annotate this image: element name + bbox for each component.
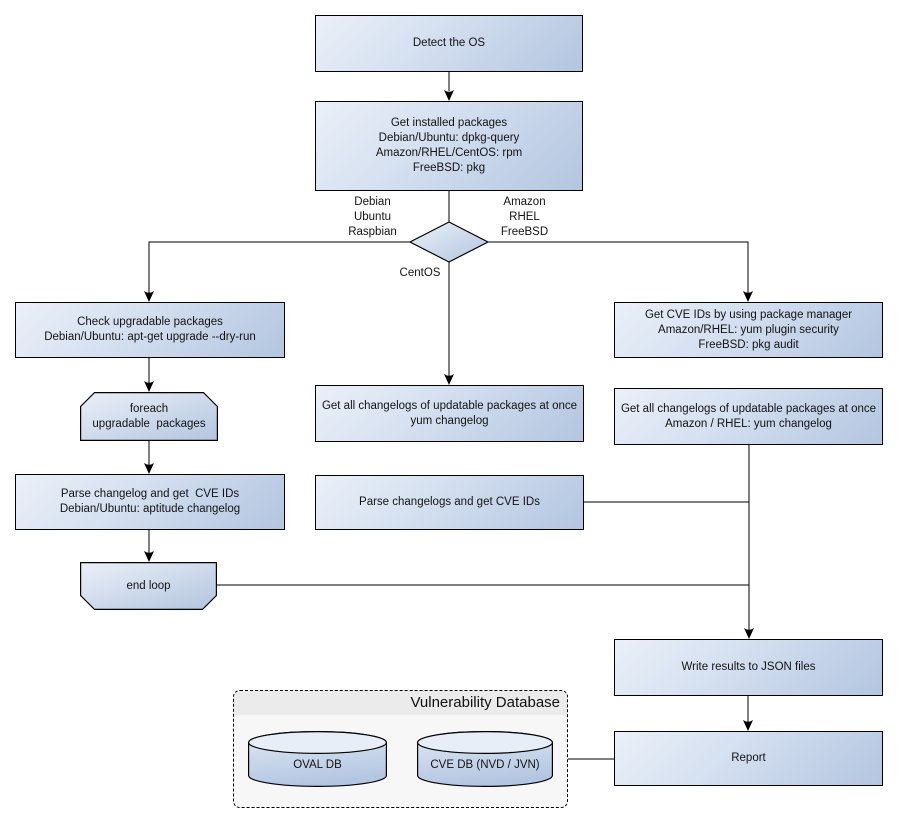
database-label: CVE DB (NVD / JVN) [430, 758, 540, 771]
loop-start-shape [80, 392, 218, 441]
oval-db-cylinder: OVAL DB [248, 731, 387, 787]
database-label: OVAL DB [293, 758, 342, 771]
node-get-changelogs-amazon-rhel: Get all changelogs of updatable packages… [614, 388, 883, 445]
branch-label-centos: CentOS [399, 267, 441, 279]
node-get-cve-ids-package-manager: Get CVE IDs by using package manager Ama… [614, 302, 883, 358]
node-label: Get installed packages Debian/Ubuntu: dp… [375, 117, 523, 174]
node-get-installed-packages: Get installed packages Debian/Ubuntu: dp… [315, 101, 583, 191]
node-label: Check upgradable packages Debian/Ubuntu:… [44, 316, 256, 343]
node-foreach-loop-start: foreach upgradable packages [80, 392, 218, 441]
vulnerability-database-title: Vulnerability Database [410, 694, 560, 711]
node-label: Get CVE IDs by using package manager Ama… [644, 308, 853, 351]
branch-label-amazon: Amazon RHEL FreeBSD [500, 196, 549, 238]
node-write-results-json: Write results to JSON files [614, 639, 883, 696]
node-parse-changelogs-centos: Parse changelogs and get CVE IDs [315, 475, 584, 530]
arrowheads [144, 90, 754, 731]
vulnerability-database-header: Vulnerability Database [234, 691, 567, 715]
node-get-changelogs-centos: Get all changelogs of updatable packages… [315, 385, 584, 442]
edge-diamond-to-amazon [487, 241, 749, 293]
cve-db-cylinder: CVE DB (NVD / JVN) [417, 731, 553, 787]
node-label: Parse changelog and get CVE IDs Debian/U… [59, 488, 241, 515]
node-check-upgradable-packages: Check upgradable packages Debian/Ubuntu:… [15, 302, 285, 358]
node-end-loop: end loop [80, 562, 217, 610]
node-label: Report [731, 752, 766, 764]
node-label: foreach upgradable packages [92, 402, 206, 430]
node-report: Report [614, 731, 883, 786]
node-detect-os: Detect the OS [315, 15, 583, 72]
os-branch-diamond [408, 221, 490, 263]
node-label: Parse changelogs and get CVE IDs [359, 496, 540, 508]
node-label: Detect the OS [412, 37, 486, 49]
cylinder-shape [248, 731, 387, 787]
node-parse-changelog-debian: Parse changelog and get CVE IDs Debian/U… [15, 474, 285, 530]
node-label: Get all changelogs of updatable packages… [321, 399, 578, 427]
node-label: end loop [126, 579, 171, 592]
cylinder-shape [417, 731, 553, 787]
edge-diamond-to-debian [148, 241, 410, 293]
branch-label-debian: Debian Ubuntu Raspbian [348, 196, 397, 238]
node-label: Write results to JSON files [681, 661, 816, 673]
node-label: Get all changelogs of updatable packages… [620, 402, 877, 430]
loop-end-shape [80, 562, 217, 610]
